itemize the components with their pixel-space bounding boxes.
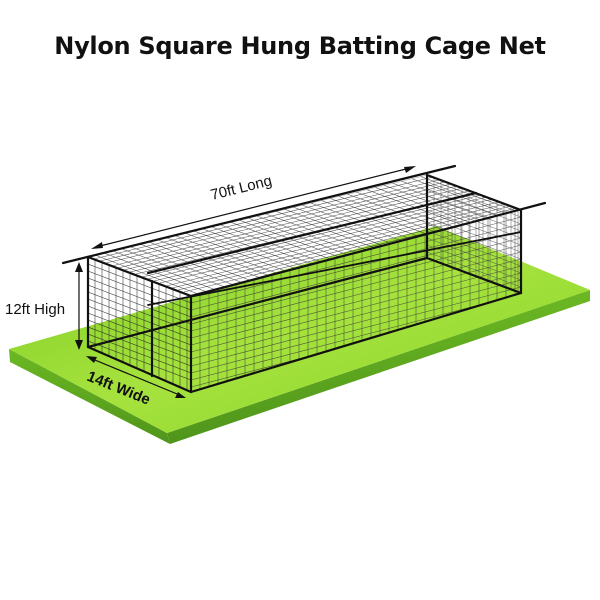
net-front xyxy=(88,260,191,389)
ground-side-front-right xyxy=(167,290,590,444)
net-side xyxy=(191,212,521,392)
net-back xyxy=(427,178,521,292)
ground-top xyxy=(9,226,590,433)
arrow-up-icon xyxy=(75,262,83,272)
arrow-down-icon xyxy=(75,340,83,350)
cage-frame xyxy=(61,164,547,394)
length-label: 70ft Long xyxy=(209,172,274,204)
page-title: Nylon Square Hung Batting Cage Net xyxy=(54,32,546,60)
arrow-left-icon xyxy=(91,242,103,249)
height-label: 12ft High xyxy=(5,301,65,318)
ground-slab xyxy=(9,226,590,444)
arrow-right-icon xyxy=(175,392,186,398)
arrow-left-icon xyxy=(86,356,97,363)
ground-side-front-left xyxy=(9,349,170,444)
dimension-height: 12ft High xyxy=(5,262,83,350)
arrow-right-icon xyxy=(404,166,416,173)
